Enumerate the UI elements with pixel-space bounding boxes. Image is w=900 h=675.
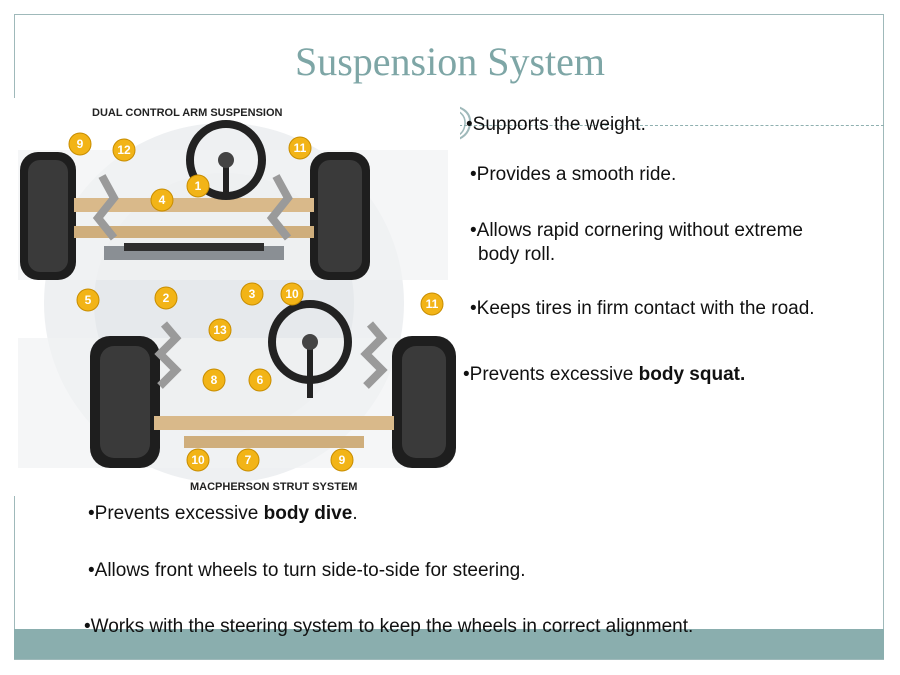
callout-badge [150, 188, 174, 212]
callout-number: 9 [339, 453, 346, 467]
diagram-label-bottom: MACPHERSON STRUT SYSTEM [190, 481, 357, 493]
callout-number: 12 [117, 143, 131, 157]
callout-badge [236, 448, 260, 472]
callout-badge [186, 174, 210, 198]
callout-badge [208, 318, 232, 342]
callout-badge [280, 282, 304, 306]
callout-number: 6 [257, 373, 264, 387]
callout-number: 3 [249, 287, 256, 301]
callout-badge [248, 368, 272, 392]
callout-badge [154, 286, 178, 310]
bullet-body-dive: •Prevents excessive body dive. [88, 503, 358, 524]
callout-badge [202, 368, 226, 392]
callout-badge [420, 292, 444, 316]
callout-number: 11 [294, 141, 307, 155]
callout-number: 1 [195, 179, 202, 193]
slide-title: Suspension System [294, 39, 606, 84]
callout-badge [240, 282, 264, 306]
bullet-supports-weight: •Supports the weight. [466, 114, 646, 135]
callout-number: 13 [213, 323, 227, 337]
callout-number: 8 [211, 373, 218, 387]
callout-badge [186, 448, 210, 472]
divider-line [444, 125, 884, 126]
bullet-rapid-cornering: •Allows rapid cornering without extreme … [470, 220, 803, 265]
bullet-body-squat: •Prevents excessive body squat. [463, 364, 746, 385]
bullet-smooth-ride: •Provides a smooth ride. [470, 164, 677, 185]
footer-band [14, 629, 884, 659]
callout-number: 10 [285, 287, 299, 301]
macpherson-strut-assembly [90, 300, 456, 468]
callout-number: 9 [77, 137, 84, 151]
dual-control-arm-assembly [20, 120, 370, 280]
callout-number: 4 [159, 193, 166, 207]
callout-number: 7 [245, 453, 252, 467]
callout-number: 10 [191, 453, 205, 467]
bullet-tire-contact: •Keeps tires in firm contact with the ro… [470, 298, 815, 319]
callout-number: 5 [85, 293, 92, 307]
callout-badge [288, 136, 312, 160]
callout-number: 11 [426, 297, 439, 311]
bullet-alignment: •Works with the steering system to keep … [84, 616, 694, 637]
callout-badge [330, 448, 354, 472]
callout-badge [76, 288, 100, 312]
bullet-steering: •Allows front wheels to turn side-to-sid… [88, 560, 526, 581]
callout-number: 2 [163, 291, 170, 305]
callout-badge [68, 132, 92, 156]
diagram-label-top: DUAL CONTROL ARM SUSPENSION [92, 107, 283, 119]
callout-badge [112, 138, 136, 162]
